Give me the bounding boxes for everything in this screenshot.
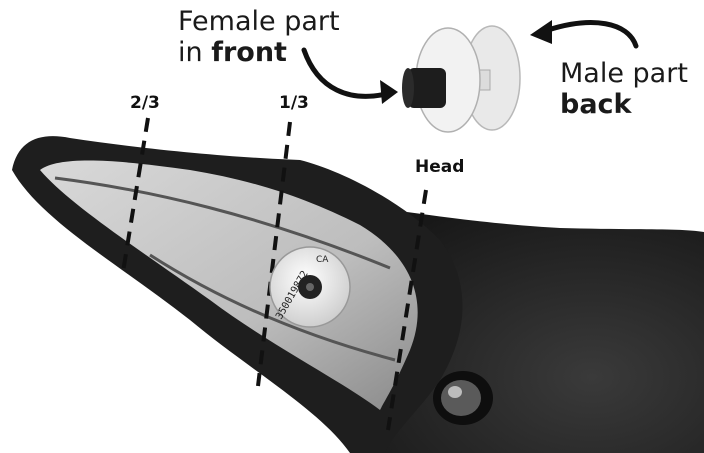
eye — [433, 371, 493, 425]
marker-two-thirds: 2/3 — [130, 93, 160, 113]
male-label-line1: Male part — [560, 58, 688, 89]
marker-head: Head — [415, 157, 464, 177]
ear-tag-icon: 350019872 CA — [270, 247, 350, 327]
marker-one-third: 1/3 — [279, 93, 309, 113]
female-label-prefix: in — [178, 37, 211, 68]
female-part-label: Female part in front — [178, 6, 340, 68]
male-part-label: Male part back — [560, 58, 688, 120]
female-label-bold: front — [211, 37, 287, 68]
tag-product-image — [402, 26, 520, 132]
female-label-line2: in front — [178, 37, 340, 68]
tag-country: CA — [316, 255, 329, 265]
arrow-icon — [530, 20, 636, 46]
female-label-line1: Female part — [178, 6, 340, 37]
male-label-bold: back — [560, 89, 688, 120]
